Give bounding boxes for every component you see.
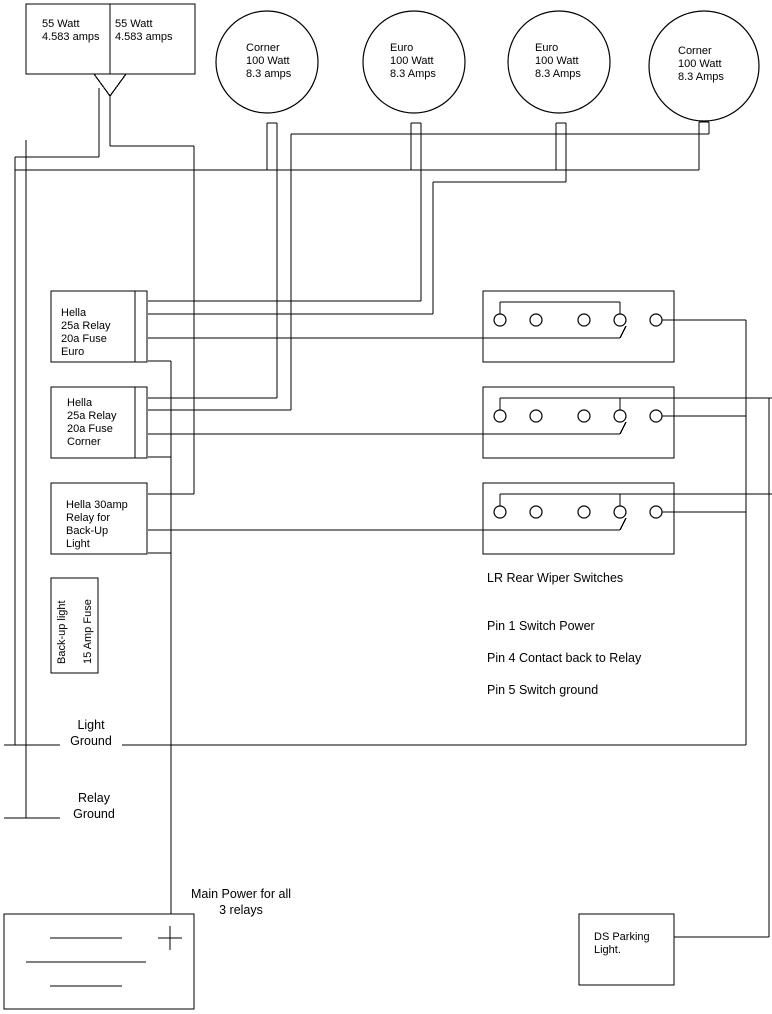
fuse-label-amp: 15 Amp Fuse	[82, 599, 94, 664]
switch-1-pin-1	[493, 313, 507, 327]
sw2-pin4-link	[619, 421, 627, 435]
headlamp-feed-left	[93, 73, 111, 97]
switch-1-pin-5	[649, 313, 663, 327]
switch-1-box	[482, 290, 675, 363]
relay-backup-box	[50, 482, 148, 555]
switch-3-pin-2	[529, 505, 543, 519]
pin-note-5: Pin 5 Switch ground	[487, 683, 599, 697]
switch-2-box	[482, 386, 675, 459]
aux-light-corner-2	[648, 10, 760, 122]
switch-2-pin-3	[577, 409, 591, 423]
switch-3-pin-5	[649, 505, 663, 519]
pin-note-1: Pin 1 Switch Power	[487, 619, 595, 633]
sw1-pin4-link	[619, 325, 627, 339]
switch-pins	[493, 313, 663, 519]
battery-box	[3, 913, 195, 1010]
switch-2-pin-2	[529, 409, 543, 423]
aux-light-euro-1	[362, 10, 466, 114]
headlamp-feed-right	[109, 73, 127, 97]
relay-corner-box	[50, 386, 148, 459]
aux-light-corner-1	[215, 10, 319, 114]
switch-2-pin-5	[649, 409, 663, 423]
sw3-pin4-link	[619, 517, 627, 531]
switch-caption: LR Rear Wiper Switches	[487, 571, 624, 585]
switch-3-pin-1	[493, 505, 507, 519]
fuse-label-backup: Back-up light	[56, 600, 68, 664]
switch-3-pin-4	[613, 505, 627, 519]
switch-1-pin-2	[529, 313, 543, 327]
aux-light-euro-2	[507, 10, 611, 114]
switch-2-pin-1	[493, 409, 507, 423]
switch-3-pin-3	[577, 505, 591, 519]
relay-euro-box	[50, 290, 148, 363]
switch-3-box	[482, 482, 675, 555]
backup-fuse-box	[50, 577, 99, 674]
parking-light-box	[578, 913, 675, 986]
switch-2-pin-4	[613, 409, 627, 423]
switch-1-pin-3	[577, 313, 591, 327]
pin-note-4: Pin 4 Contact back to Relay	[487, 651, 642, 665]
switch-1-pin-4	[613, 313, 627, 327]
